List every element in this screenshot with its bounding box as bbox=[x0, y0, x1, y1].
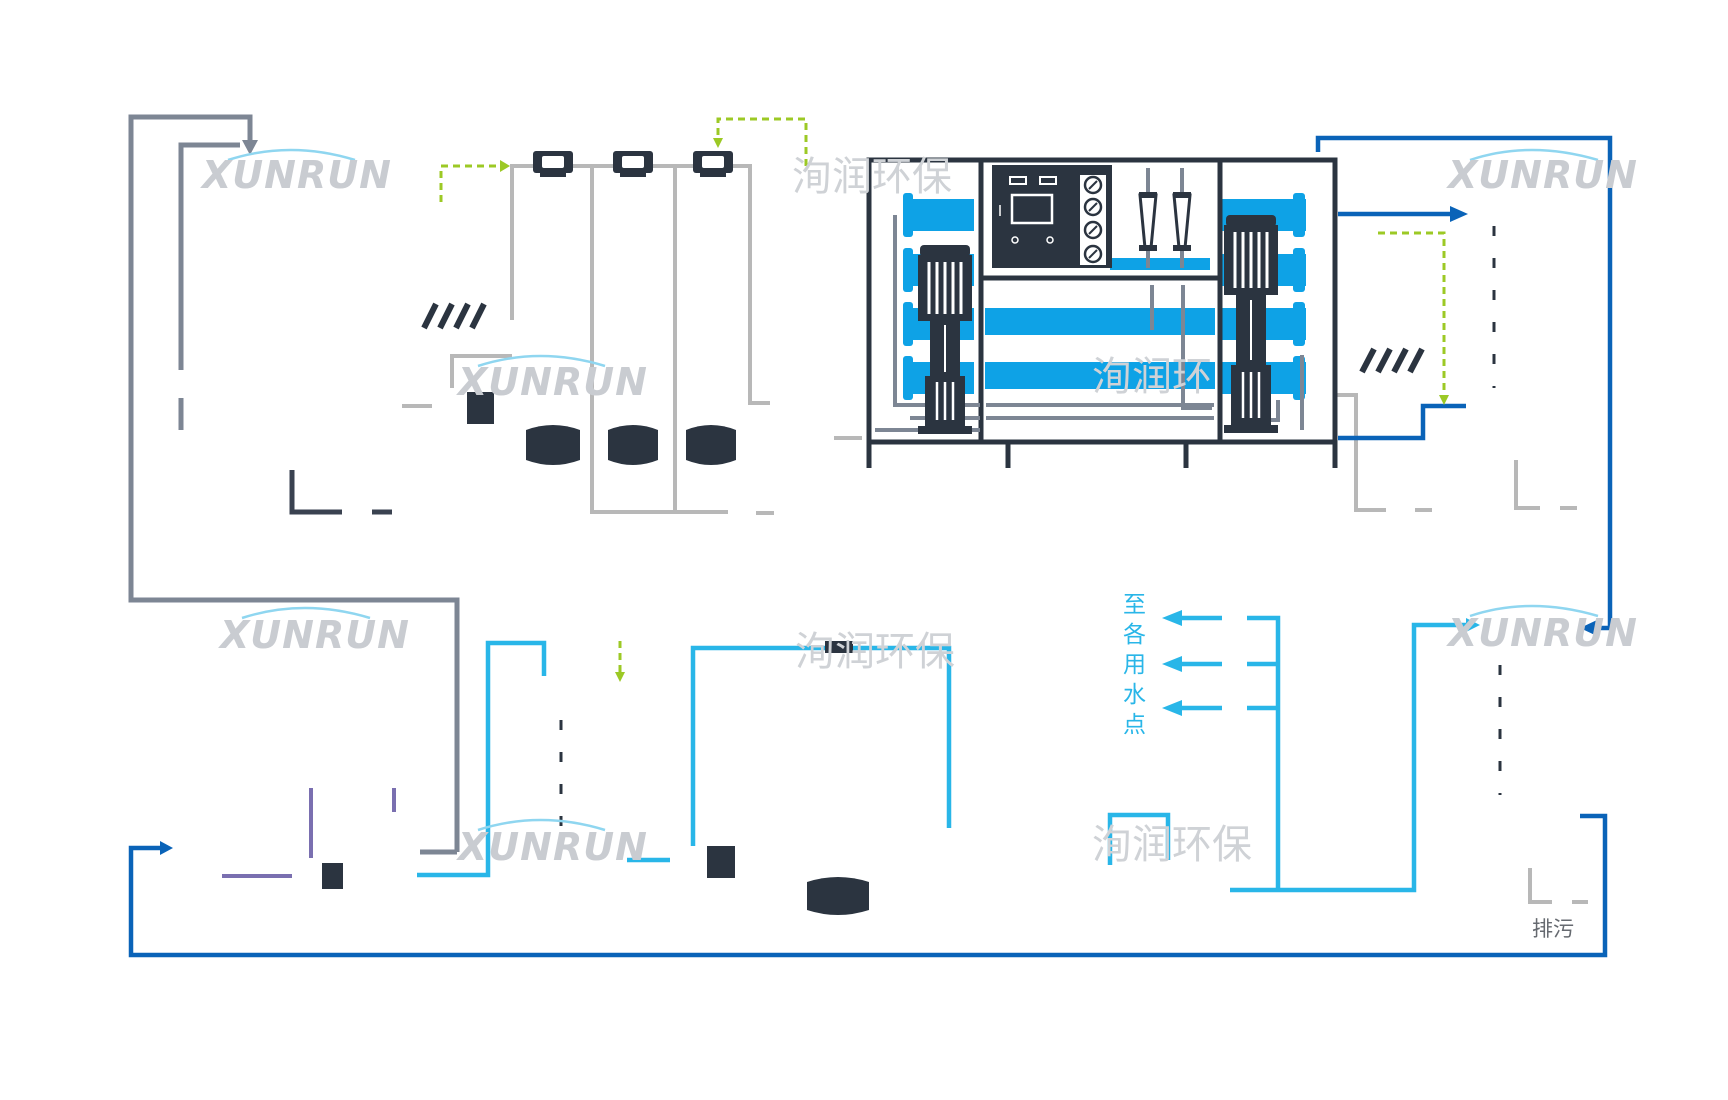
dosing-line-3 bbox=[1378, 231, 1446, 395]
tank-top-fitting bbox=[825, 641, 853, 653]
flowmeter-2 bbox=[1172, 168, 1192, 268]
flowmeter-1 bbox=[1138, 168, 1158, 268]
dosing-arrow-icon-3 bbox=[1439, 395, 1449, 405]
destination-char-1: 至 bbox=[1123, 592, 1146, 618]
return-arrow-icon-right bbox=[1580, 620, 1597, 636]
dosing-line-2 bbox=[716, 117, 808, 166]
ro-control-panel bbox=[992, 165, 1112, 268]
outlet-arrow-icon-1 bbox=[1162, 610, 1182, 626]
dosing-arrow-icon-4 bbox=[615, 672, 625, 682]
destination-char-4: 水 bbox=[1123, 682, 1146, 708]
ro-system bbox=[866, 157, 1338, 468]
destination-char-2: 各 bbox=[1123, 622, 1146, 648]
filter-bottom-pipe bbox=[590, 166, 728, 514]
dosing-arrow-icon-2 bbox=[713, 138, 723, 148]
ro-pump-right bbox=[1224, 215, 1278, 433]
left-bracket-group bbox=[289, 470, 392, 515]
product-pipe-right bbox=[1230, 622, 1466, 893]
valve-head-2 bbox=[613, 151, 653, 177]
ro-membrane-6 bbox=[985, 362, 1215, 389]
left-bracket bbox=[289, 470, 342, 515]
dosing-arrow-icon-1 bbox=[500, 160, 510, 172]
control-panel-lamp-2 bbox=[1039, 176, 1057, 185]
tank-base-bottom bbox=[807, 877, 869, 915]
destination-char-5: 点 bbox=[1123, 712, 1146, 738]
watermark-latin-1: XUNRUN bbox=[200, 153, 392, 197]
raw-water-pipe-inner bbox=[178, 142, 240, 370]
filter-base-3 bbox=[686, 425, 736, 465]
watermark-latin-5: XUNRUN bbox=[1446, 153, 1638, 197]
dosing-line-group bbox=[439, 117, 1446, 672]
purple-pipe-group bbox=[222, 788, 396, 878]
drain-label: 排污 bbox=[1532, 917, 1574, 941]
watermark-latin-4: XUNRUN bbox=[456, 825, 648, 869]
filter-pipe-group bbox=[402, 164, 1588, 904]
destination-char-3: 用 bbox=[1123, 652, 1146, 678]
filter-left-loop bbox=[450, 354, 512, 388]
pump-block-3 bbox=[707, 846, 735, 878]
product-pipe-group bbox=[417, 615, 1466, 893]
ro-frame bbox=[866, 157, 1338, 468]
raw-water-pipe-outer bbox=[128, 114, 460, 852]
right-tank-bracket bbox=[1514, 460, 1540, 510]
watermark-latin-6: XUNRUN bbox=[1446, 611, 1638, 655]
valve-head-3 bbox=[693, 151, 733, 177]
watermark-cjk-3: 洵润环保 bbox=[795, 629, 955, 675]
raw-water-pipe-group bbox=[128, 114, 460, 855]
return-arrow-icon-top bbox=[1450, 206, 1468, 222]
watermark-latin-2: XUNRUN bbox=[456, 360, 648, 404]
destination-label: 至 各 用 水 点 bbox=[1123, 592, 1146, 738]
control-panel-button-2 bbox=[1046, 236, 1054, 244]
ro-blue-strip bbox=[1110, 258, 1210, 270]
control-panel-button-1 bbox=[1011, 236, 1019, 244]
control-panel-display bbox=[1010, 193, 1054, 225]
dosing-line-1 bbox=[439, 164, 500, 202]
pump-block-1 bbox=[467, 392, 494, 424]
tank-inlet-arrow-icon bbox=[1466, 618, 1480, 632]
ro-pump-left bbox=[918, 245, 972, 434]
return-pipe-lower bbox=[1338, 403, 1466, 441]
hatched-sensor-right bbox=[1358, 347, 1428, 375]
return-pipe-group bbox=[128, 135, 1613, 958]
filter-base-2 bbox=[608, 425, 658, 465]
return-pipe-top bbox=[1315, 135, 1613, 631]
product-bend bbox=[1107, 812, 1171, 865]
watermark-cjk-4: 洵润环保 bbox=[1092, 822, 1252, 868]
valve-head-1 bbox=[533, 151, 573, 177]
ro-drain-pipe bbox=[1336, 393, 1386, 512]
control-panel-lamp-1 bbox=[1009, 176, 1027, 185]
product-pipe-tank bbox=[690, 645, 952, 846]
filter-base-1 bbox=[526, 425, 580, 465]
ro-membrane-caps bbox=[903, 193, 1305, 400]
ro-membrane-1 bbox=[909, 199, 974, 231]
watermark-cjk-1: 洵润环保 bbox=[792, 154, 952, 200]
drain-bracket bbox=[1528, 868, 1552, 904]
ro-membrane-5 bbox=[985, 308, 1215, 335]
watermark-cjk-2: 洵润环 bbox=[1092, 354, 1212, 400]
filter-header-pipe bbox=[510, 164, 770, 405]
watermark-layer: XUNRUN XUNRUN XUNRUN XUNRUN XUNRUN XUNRU… bbox=[200, 148, 1638, 869]
hatched-sensor-left bbox=[420, 302, 488, 330]
outlet-arrow-icon-3 bbox=[1162, 700, 1182, 716]
product-pipe-left bbox=[417, 640, 547, 878]
raw-water-arrow-icon bbox=[242, 140, 258, 155]
outlet-arrow-icon-2 bbox=[1162, 656, 1182, 672]
level-dash-group bbox=[559, 226, 1502, 838]
watermark-latin-3: XUNRUN bbox=[218, 613, 410, 657]
pump-block-2 bbox=[322, 863, 343, 889]
return-arrow-icon-left bbox=[160, 841, 173, 855]
return-pipe-loop bbox=[128, 813, 1608, 958]
distribution-pipe bbox=[1247, 615, 1281, 890]
